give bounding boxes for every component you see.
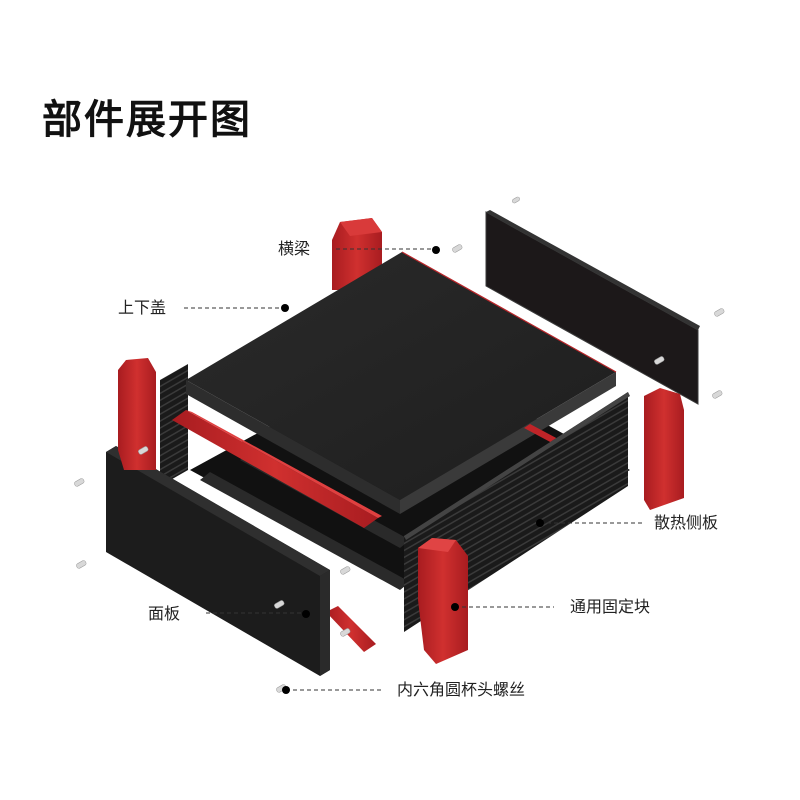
front-left-fixing-block <box>118 358 156 470</box>
screws <box>74 196 725 693</box>
front-panel <box>106 446 330 676</box>
leader-lines <box>184 248 642 691</box>
page-title: 部件展开图 <box>42 97 252 143</box>
top-cover <box>186 251 617 514</box>
callout-crossbeam: 横梁 <box>278 239 311 258</box>
rear-panel <box>485 210 700 405</box>
lower-crossbeam <box>326 606 376 652</box>
callout-universal-fixing-block: 通用固定块 <box>570 597 651 616</box>
front-right-fixing-block <box>418 538 468 664</box>
callout-hex-socket-screw: 内六角圆杯头螺丝 <box>397 680 526 699</box>
rear-right-fixing-block <box>644 388 684 510</box>
callout-top-bottom-cover: 上下盖 <box>118 298 167 317</box>
leader-dots <box>281 246 544 694</box>
crossbeam <box>172 410 382 528</box>
callout-heatsink-side-panel: 散热侧板 <box>654 513 719 532</box>
callout-front-panel: 面板 <box>148 604 181 623</box>
left-heatsink-wall <box>160 364 188 486</box>
